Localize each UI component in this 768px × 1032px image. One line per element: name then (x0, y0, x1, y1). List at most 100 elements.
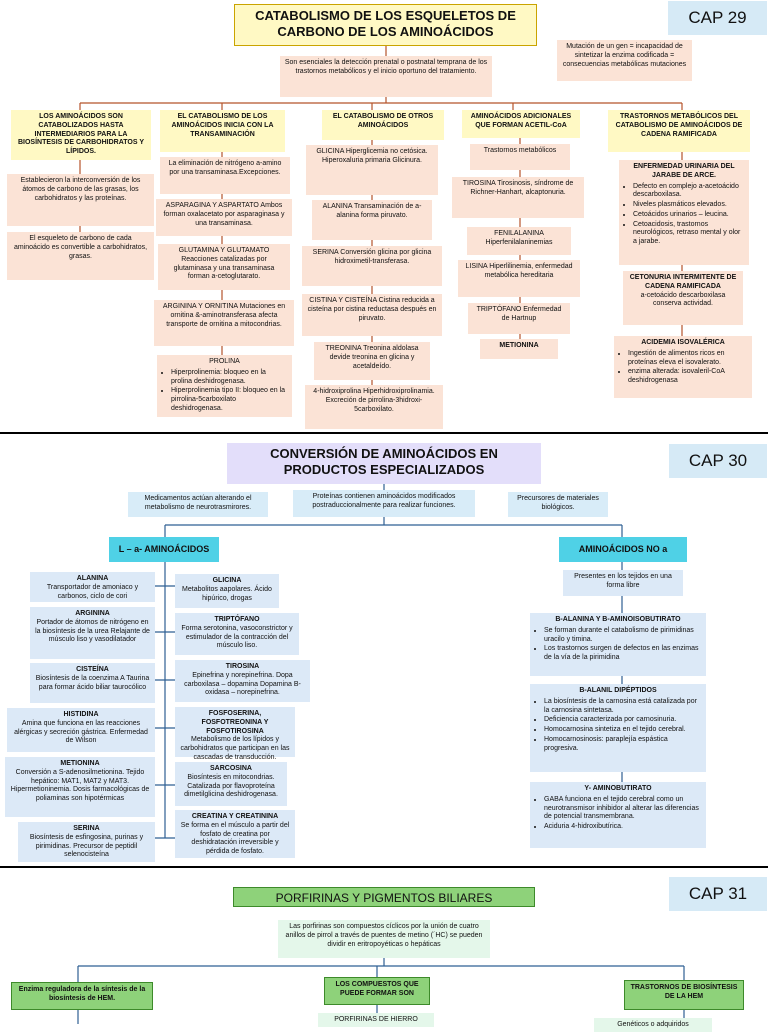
cap30-serina: SERINA Biosíntesis de esfingosina, purin… (18, 822, 155, 862)
cap30-top-right: Precursores de materiales biológicos. (508, 492, 608, 517)
cap30-right-box3: Y- AMINOBUTIRATO GABA funciona en el tej… (530, 782, 706, 848)
cap31-right-box: TRASTORNOS DE BIOSÍNTESIS DE LA HEM (624, 980, 744, 1010)
cap29-col5-box3: ACIDEMIA ISOVALÉRICA Ingestión de alimen… (614, 336, 752, 398)
cap31-title: PORFIRINAS Y PIGMENTOS BILIARES (233, 887, 535, 907)
cap29-col1-box2: El esqueleto de carbono de cada aminoáci… (7, 232, 154, 280)
list-item: Ingestión de alimentos ricos en proteína… (628, 350, 748, 368)
cap30-metionina: METIONINA Conversión a S-adenosilmetioni… (5, 757, 155, 817)
section-divider (0, 866, 768, 868)
box-text: Biosíntesis en mitocondrias. Catalizada … (184, 773, 278, 799)
box-text: Amina que funciona en las reacciones alé… (14, 719, 148, 745)
cap30-triptofano: TRIPTÓFANO Forma serotonina, vasoconstri… (175, 613, 299, 655)
cap29-col4-box4: LISINA Hiperlilinemia, enfermedad metabó… (458, 260, 580, 297)
cap30-creatina: CREATINA Y CREATININA Se forma en el mús… (175, 810, 295, 858)
box-title: B-ALANINA Y B-AMINOISOBUTIRATO (555, 616, 681, 623)
cap29-col2-box1: La eliminación de nitrógeno a-amino por … (160, 157, 290, 194)
msud-list: Defecto en complejo a-acetoácido descarb… (623, 183, 745, 247)
cap29-col5-box2: CETONURIA INTERMITENTE DE CADENA RAMIFIC… (623, 271, 743, 325)
cap31-right-sub: Genéticos o adquiridos (594, 1018, 712, 1032)
list-item: Aciduria 4-hidroxibutírica. (544, 823, 702, 832)
cap29-col3-box2: ALANINA Transaminación de a-alanina form… (312, 200, 432, 240)
cap29-col3-box4: CISTINA Y CISTEÍNA Cistina reducida a ci… (302, 294, 442, 336)
cap29-col2-box5: PROLINA Hiperprolinemia: bloqueo en la p… (157, 355, 292, 417)
cap30-sarcosina: SARCOSINA Biosíntesis en mitocondrias. C… (175, 762, 287, 806)
list-item: Deficiencia caracterizada por carnosinur… (544, 716, 702, 725)
list-item: enzima alterada: isovaleril-CoA deshidro… (628, 368, 748, 386)
section-divider (0, 432, 768, 434)
prolina-list: Hiperprolinemia: bloqueo en la prolina d… (161, 369, 288, 414)
cap29-col1-box1: Establecieron la interconversión de los … (7, 174, 154, 226)
list-item: Se forman durante el catabolismo de piri… (544, 627, 702, 645)
box-title: B-ALANIL DIPÉPTIDOS (579, 687, 657, 694)
cap29-col5-box1: ENFERMEDAD URINARIA DEL JARABE DE ARCE. … (619, 160, 749, 265)
cap29-col3-box3: SERINA Conversión glicina por glicina hi… (302, 246, 442, 286)
box-list: GABA funciona en el tejido cerebral como… (534, 796, 702, 832)
box-text: Transportador de amoniaco y carbonos, ci… (46, 583, 139, 600)
cap31-left-box: Enzima reguladora de la síntesis de la b… (11, 982, 153, 1010)
cap30-histidina: HISTIDINA Amina que funciona en las reac… (7, 708, 155, 752)
cap30-right-box2: B-ALANIL DIPÉPTIDOS La biosíntesis de la… (530, 684, 706, 772)
box-list: La biosíntesis de la carnosina está cata… (534, 698, 702, 754)
box-title: FOSFOSERINA, FOSFOTREONINA Y FOSFOTIROSI… (201, 710, 269, 735)
box-title: CREATINA Y CREATININA (191, 813, 279, 820)
box-text: Conversión a S-adenosilmetionina. Tejido… (10, 768, 150, 802)
list-item: Cetoacidosis, trastornos neurológicos, r… (633, 221, 745, 247)
cap29-badge: CAP 29 (668, 1, 767, 35)
box-text: Epinefrina y norepinefrina. Dopa carboxi… (184, 671, 301, 697)
cap29-col4-box1: Trastornos metabólicos (470, 144, 570, 170)
cap31-intro: Las porfirinas son compuestos cíclicos p… (278, 920, 490, 958)
box-title: GLICINA (212, 577, 242, 584)
list-item: Homocarnosinosis: paraplejía espástica p… (544, 736, 702, 754)
box-text: Biosíntesis de esfingosina, purinas y pi… (29, 833, 144, 859)
cap29-title: CATABOLISMO DE LOS ESQUELETOS DE CARBONO… (234, 4, 537, 46)
box-text: Se forma en el músculo a partir del fosf… (180, 821, 290, 855)
list-item: Hiperprolinemia tipo II: bloqueo en la p… (171, 387, 288, 413)
cap29-col4-header: AMINOÁCIDOS ADICIONALES QUE FORMAN ACETI… (462, 110, 580, 138)
cap30-alanina: ALANINA Transportador de amoniaco y carb… (30, 572, 155, 602)
box-title: Y- AMINOBUTIRATO (584, 785, 652, 792)
cap30-right-box0: Presentes en los tejidos en una forma li… (563, 570, 683, 596)
box-title: CISTEÍNA (76, 666, 109, 673)
box-title: SERINA (73, 825, 100, 832)
box-text: Metabolitos aapolares. Ácido hipúrico, d… (182, 585, 272, 602)
cap29-col2-box3: GLUTAMINA Y GLUTAMATO Reacciones cataliz… (158, 244, 290, 290)
list-item: Homocarnosina sintetiza en el tejido cer… (544, 726, 702, 735)
cap30-top-left: Medicamentos actúan alterando el metabol… (128, 492, 268, 517)
cap29-col3-box5: TREONINA Treonina aldolasa devide treoni… (314, 342, 430, 380)
cap30-glicina: GLICINA Metabolitos aapolares. Ácido hip… (175, 574, 279, 608)
list-item: Hiperprolinemia: bloqueo en la prolina d… (171, 369, 288, 387)
box-title: ARGININA (75, 610, 110, 617)
cap30-fosfoserina: FOSFOSERINA, FOSFOTREONINA Y FOSFOTIROSI… (175, 707, 295, 761)
list-item: Los trastornos surgen de defectos en las… (544, 645, 702, 663)
list-item: GABA funciona en el tejido cerebral como… (544, 796, 702, 822)
box-text: Metabolismo de los lípidos y carbohidrat… (180, 736, 290, 761)
box-text: Forma serotonina, vasoconstrictor y esti… (181, 624, 293, 650)
cap29-col5-header: TRASTORNOS METABÓLICOS DEL CATABOLISMO D… (608, 110, 750, 152)
cap29-col4-box2: TIROSINA Tirosinosis, síndrome de Richne… (452, 177, 584, 218)
cap30-arginina: ARGININA Portador de átomos de nitrógeno… (30, 607, 155, 659)
cap30-badge: CAP 30 (669, 444, 767, 478)
list-item: Niveles plasmáticos elevados. (633, 201, 745, 210)
cap29-col2-box4: ARGININA Y ORNITINA Mutaciones en orniti… (154, 300, 294, 346)
msud-title: ENFERMEDAD URINARIA DEL JARABE DE ARCE. (633, 163, 735, 179)
box-title: METIONINA (60, 760, 100, 767)
cap31-center-box: LOS COMPUESTOS QUE PUEDE FORMAR SON (324, 977, 430, 1005)
cap29-mutation-note: Mutación de un gen = incapacidad de sint… (557, 40, 692, 81)
box-title: HISTIDINA (63, 711, 99, 718)
box-title: TRIPTÓFANO (214, 616, 260, 623)
cap31-center-sub: PORFIRINAS DE HIERRO (318, 1013, 434, 1027)
cap29-col3-box1: GLICINA Hiperglicemia no cetósica. Hiper… (306, 145, 438, 195)
box-title: ALANINA (76, 575, 109, 582)
cap29-intro: Son esenciales la detección prenatal o p… (280, 56, 492, 97)
list-item: La biosíntesis de la carnosina está cata… (544, 698, 702, 716)
box-text: Portador de átomos de nitrógeno en la bi… (35, 618, 150, 644)
cap30-right-header: AMINOÁCIDOS NO a (559, 537, 687, 562)
box-title: SARCOSINA (209, 765, 252, 772)
prolina-title: PROLINA (209, 358, 240, 365)
list-item: Cetoácidos urinarios – leucina. (633, 211, 745, 220)
box-list: Se forman durante el catabolismo de piri… (534, 627, 702, 663)
cap29-col4-box3: FENILALANINA Hiperfenilalaninemias (467, 227, 571, 255)
cap30-cisteina: CISTEÍNA Biosíntesis de la coenzima A Ta… (30, 663, 155, 703)
box-text: Biosíntesis de la coenzima A Taurina par… (35, 674, 150, 691)
